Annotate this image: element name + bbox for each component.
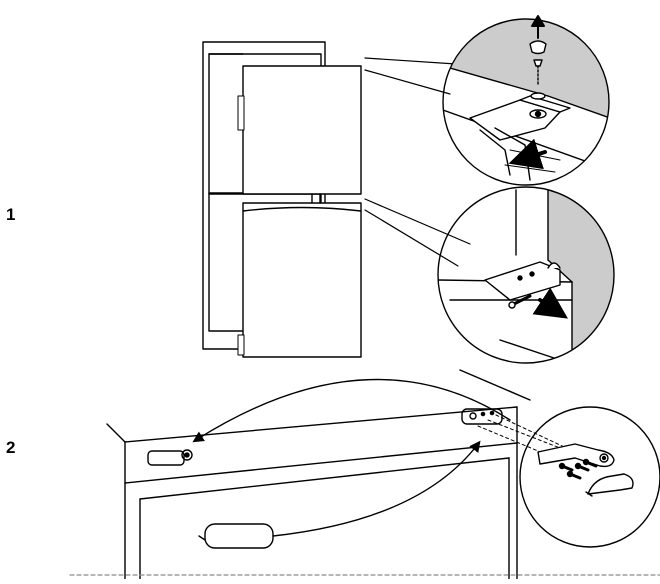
upper-door (237, 65, 362, 195)
top-zoom-circle (442, 18, 610, 186)
step-number-1: 1 (6, 205, 16, 224)
lower-door (237, 202, 362, 358)
step-number-2: 2 (6, 438, 16, 457)
slide-arrow-icon (532, 287, 568, 319)
hinge-parts-zoom (537, 443, 634, 497)
cover-plug (198, 523, 274, 549)
top-hinge-zoom (443, 20, 609, 181)
callout-lines (364, 57, 471, 267)
middle-hinge-zoom (438, 187, 614, 363)
plug-transfer-arrow (272, 440, 481, 537)
right-hinge-slot (461, 408, 503, 425)
middle-zoom-circle (437, 186, 615, 364)
parts-zoom-circle (519, 406, 660, 548)
hinge-transfer-arrow (192, 378, 511, 443)
left-hinge-slot (147, 449, 193, 466)
middle-hinge-gap (311, 193, 321, 204)
door-top-panel (106, 369, 531, 580)
up-arrow-icon (531, 15, 545, 39)
pull-arrow-icon (508, 138, 547, 170)
